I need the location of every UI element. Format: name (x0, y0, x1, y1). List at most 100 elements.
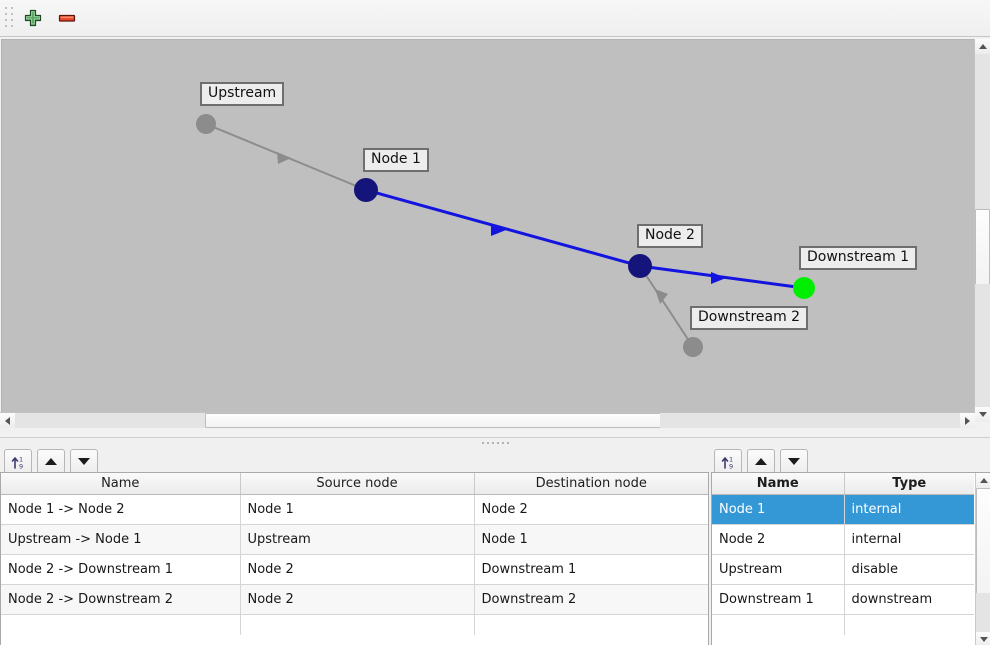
table-row[interactable]: Node 1 -> Node 2 Node 1 Node 2 (1, 494, 708, 525)
svg-text:1: 1 (19, 455, 23, 463)
nodes-col-type[interactable]: Type (844, 473, 974, 495)
graph-node-downstream1[interactable] (793, 277, 815, 299)
cell-source: Node 2 (240, 554, 475, 585)
scroll-up-button[interactable] (975, 39, 990, 54)
graph-label-downstream1[interactable]: Downstream 1 (799, 246, 918, 270)
nodes-scroll-thumb[interactable] (976, 488, 990, 595)
svg-text:1: 1 (729, 455, 733, 463)
red-minus-icon (58, 14, 76, 22)
edge-node2-downstream2[interactable] (639, 265, 694, 348)
nodes-button-bar: 1 9 (714, 449, 808, 474)
edges-sort-button[interactable]: 1 9 (4, 449, 32, 474)
bottom-panels: 1 9 1 9 (0, 446, 990, 645)
graph-node-node1[interactable] (354, 178, 378, 202)
svg-text:9: 9 (729, 462, 733, 470)
graph-node-downstream2[interactable] (683, 337, 703, 357)
graph-label-upstream[interactable]: Upstream (200, 82, 285, 106)
triangle-down-icon (78, 458, 90, 465)
chevron-left-icon (5, 416, 10, 425)
edges-table[interactable]: Name Source node Destination node Node 1… (0, 472, 709, 645)
edge-upstream-node1[interactable] (205, 123, 367, 191)
scroll-right-button[interactable] (960, 413, 975, 428)
hscroll-thumb[interactable] (205, 413, 662, 428)
cell-type: internal (844, 494, 974, 525)
edges-header-row: Name Source node Destination node (1, 473, 708, 495)
cell-source: Upstream (240, 524, 475, 555)
table-row[interactable]: Node 2 internal (712, 524, 974, 555)
nodes-table-scrollbar[interactable] (975, 473, 990, 645)
hscroll-track-left[interactable] (15, 413, 205, 428)
table-empty-row[interactable] (712, 614, 974, 635)
nodes-header-row: Name Type (712, 473, 974, 495)
nodes-table[interactable]: Name Type Node 1 internal Node 2 interna… (711, 472, 990, 645)
edges-grid: Name Source node Destination node Node 1… (1, 473, 708, 635)
scroll-up-button[interactable] (976, 473, 990, 488)
table-empty-row[interactable] (1, 614, 708, 635)
table-row[interactable]: Upstream disable (712, 554, 974, 585)
cell-name: Upstream -> Node 1 (1, 524, 241, 555)
graph-drawing (196, 114, 815, 357)
chevron-down-icon (978, 412, 987, 417)
add-node-button[interactable] (17, 2, 49, 34)
cell-destination: Downstream 2 (474, 584, 708, 615)
graph-label-node2[interactable]: Node 2 (637, 224, 703, 248)
cell-destination: Node 1 (474, 524, 708, 555)
table-row[interactable]: Downstream 1 downstream (712, 584, 974, 615)
table-row-selected[interactable]: Node 1 internal (712, 494, 974, 525)
vscroll-thumb[interactable] (975, 209, 990, 286)
graph-canvas[interactable]: Upstream Node 1 Node 2 Downstream 1 Down… (1, 39, 976, 422)
green-plus-icon (24, 9, 42, 27)
nodes-col-name[interactable]: Name (712, 473, 845, 495)
nodes-move-up-button[interactable] (747, 449, 775, 474)
nodes-grid: Name Type Node 1 internal Node 2 interna… (712, 473, 974, 635)
cell-name: Downstream 1 (712, 584, 845, 615)
sort-ascending-icon: 1 9 (721, 455, 733, 470)
cell-name: Node 2 (712, 524, 845, 555)
remove-node-button[interactable] (51, 2, 83, 34)
cell-source: Node 1 (240, 494, 475, 525)
cell-name: Upstream (712, 554, 845, 585)
cell-name: Node 2 -> Downstream 1 (1, 554, 241, 585)
graph-node-node2[interactable] (628, 254, 652, 278)
edge-node1-node2[interactable] (365, 188, 641, 268)
edge-node2-downstream1[interactable] (639, 264, 805, 290)
vscroll-track-lower[interactable] (975, 284, 990, 407)
cell-type: internal (844, 524, 974, 555)
cell-type: downstream (844, 584, 974, 615)
graph-label-downstream2[interactable]: Downstream 2 (690, 306, 809, 330)
cell-type: disable (844, 554, 974, 585)
edges-col-name[interactable]: Name (1, 473, 241, 495)
triangle-down-icon (788, 458, 800, 465)
nodes-sort-button[interactable]: 1 9 (714, 449, 742, 474)
cell-destination: Node 2 (474, 494, 708, 525)
graph-label-node1[interactable]: Node 1 (363, 148, 429, 172)
cell-destination: Downstream 1 (474, 554, 708, 585)
table-row[interactable]: Upstream -> Node 1 Upstream Node 1 (1, 524, 708, 555)
edges-col-source[interactable]: Source node (240, 473, 475, 495)
vscroll-track-upper[interactable] (975, 54, 990, 209)
hscroll-track-right[interactable] (660, 413, 960, 428)
edges-move-up-button[interactable] (37, 449, 65, 474)
sort-ascending-icon: 1 9 (11, 455, 23, 470)
main-toolbar (0, 0, 990, 37)
edges-button-bar: 1 9 (4, 449, 98, 474)
nodes-scroll-track[interactable] (976, 593, 990, 632)
scroll-down-button[interactable] (976, 632, 990, 645)
panel-splitter[interactable] (0, 437, 990, 447)
splitter-grip-icon (481, 441, 509, 444)
svg-text:9: 9 (19, 462, 23, 470)
graph-node-upstream[interactable] (196, 114, 216, 134)
toolbar-drag-handle[interactable] (3, 7, 15, 29)
cell-name: Node 2 -> Downstream 2 (1, 584, 241, 615)
table-row[interactable]: Node 2 -> Downstream 1 Node 2 Downstream… (1, 554, 708, 585)
edges-move-down-button[interactable] (70, 449, 98, 474)
graph-horizontal-scrollbar[interactable] (0, 412, 975, 428)
scroll-down-button[interactable] (975, 407, 990, 422)
cell-name: Node 1 -> Node 2 (1, 494, 241, 525)
graph-vertical-scrollbar[interactable] (974, 39, 990, 422)
chevron-up-icon (978, 44, 987, 49)
scroll-left-button[interactable] (0, 413, 15, 428)
table-row[interactable]: Node 2 -> Downstream 2 Node 2 Downstream… (1, 584, 708, 615)
edges-col-destination[interactable]: Destination node (474, 473, 708, 495)
nodes-move-down-button[interactable] (780, 449, 808, 474)
